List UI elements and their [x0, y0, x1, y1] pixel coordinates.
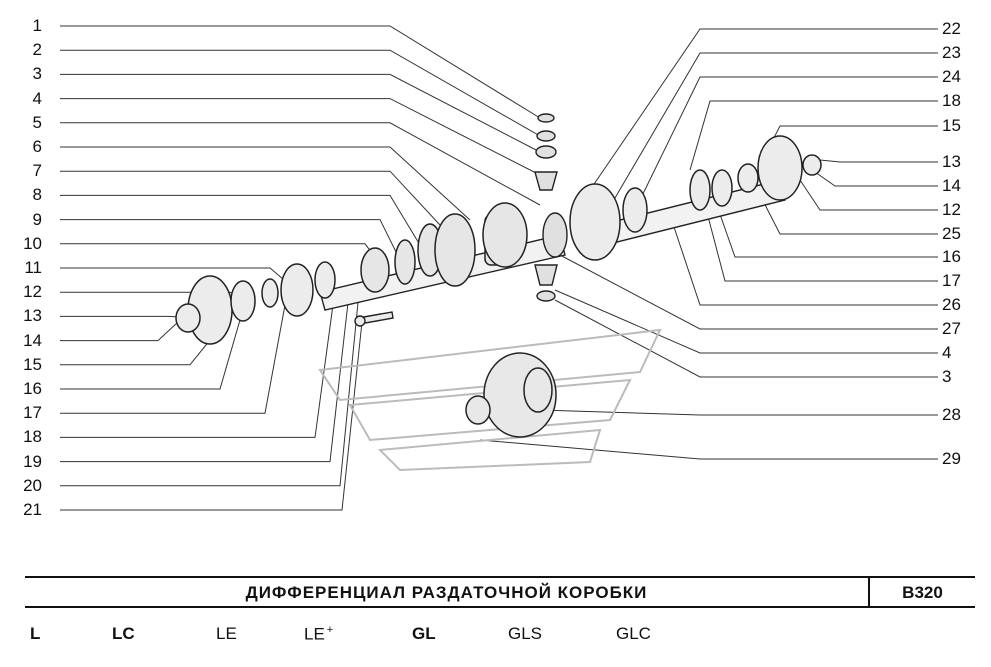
- leader-right-14: [554, 289, 938, 354]
- title-divider: [868, 578, 870, 606]
- callout-left-11: 11: [24, 258, 42, 277]
- callout-left-6: 6: [32, 137, 42, 156]
- variant-5: GLS: [508, 624, 543, 643]
- variant-3: LE+: [304, 624, 334, 644]
- leader-left-18: [60, 289, 336, 438]
- leader-right-15: [554, 299, 938, 378]
- leader-lines: [60, 25, 938, 511]
- callout-right-7: 14: [942, 176, 961, 195]
- callout-left-18: 18: [23, 427, 42, 447]
- callout-right-10: 16: [942, 247, 961, 266]
- leader-right-2: [604, 52, 938, 216]
- callout-right-1: 22: [942, 19, 961, 38]
- callout-right-14: 4: [942, 343, 952, 362]
- leader-left-1: [60, 25, 541, 119]
- leader-right-13: [559, 254, 938, 330]
- callout-left-4: 4: [32, 88, 42, 108]
- leader-right-11: [704, 204, 938, 282]
- callout-left-9: 9: [32, 209, 42, 229]
- leader-left-17: [60, 304, 286, 414]
- leader-right-6: [819, 159, 938, 163]
- callout-left-5: 5: [32, 112, 42, 132]
- leader-left-10: [60, 243, 386, 271]
- leader-left-5: [60, 122, 541, 206]
- callout-left-15: 15: [23, 354, 42, 374]
- leader-left-9: [60, 219, 401, 261]
- leader-left-7: [60, 170, 441, 226]
- leader-left-14: [60, 321, 179, 342]
- leader-left-19: [60, 284, 351, 463]
- leader-left-13: [60, 315, 191, 319]
- leader-left-6: [60, 146, 471, 221]
- leader-right-8: [799, 179, 938, 211]
- callout-left-21: 21: [23, 500, 42, 519]
- callout-left-7: 7: [32, 161, 42, 181]
- callout-left-8: 8: [32, 185, 42, 205]
- callout-right-15: 3: [942, 367, 952, 386]
- satellite-gears: [534, 113, 568, 302]
- leader-right-3: [639, 76, 938, 201]
- page-title: ДИФФЕРЕНЦИАЛ РАЗДАТОЧНОЙ КОРОБКИ: [245, 583, 648, 602]
- leader-left-8: [60, 194, 421, 246]
- exploded-diagram: [60, 25, 938, 511]
- spur-gear: [360, 202, 528, 293]
- section-code: B320: [902, 583, 943, 602]
- left-flange: [175, 261, 336, 345]
- variant-suffix: +: [326, 624, 334, 636]
- callout-right-4: 18: [942, 91, 961, 110]
- callout-right-16: 28: [942, 405, 961, 424]
- leader-right-17: [479, 439, 938, 460]
- callout-left-14: 14: [23, 330, 42, 350]
- leader-left-20: [60, 281, 361, 487]
- callout-left-16: 16: [23, 379, 42, 398]
- leader-left-3: [60, 73, 541, 153]
- leader-right-9: [759, 194, 938, 235]
- variant-4: GL: [412, 624, 436, 643]
- leader-right-1: [589, 28, 938, 191]
- callout-right-6: 13: [942, 152, 961, 171]
- right-housing: [569, 135, 822, 261]
- callout-right-13: 27: [942, 319, 961, 338]
- callout-right-12: 26: [942, 295, 961, 314]
- callout-right-5: 15: [942, 116, 961, 135]
- variant-1: LC: [112, 624, 135, 643]
- leader-left-15: [60, 339, 211, 366]
- callout-left-19: 19: [23, 451, 42, 471]
- leader-right-7: [814, 171, 938, 187]
- leader-left-4: [60, 98, 541, 176]
- callout-right-9: 25: [942, 224, 961, 243]
- callout-left-13: 13: [23, 306, 42, 326]
- callout-left-20: 20: [23, 475, 42, 495]
- callout-right-2: 23: [942, 43, 961, 62]
- differential-assembly: [465, 352, 557, 438]
- variant-2: LE: [216, 624, 237, 643]
- callout-left-10: 10: [23, 233, 42, 253]
- callout-left-3: 3: [32, 64, 42, 84]
- callout-left-1: 1: [32, 16, 42, 35]
- leader-left-11: [60, 267, 291, 286]
- leader-left-21: [60, 321, 363, 511]
- variant-6: GLC: [616, 624, 651, 643]
- callout-right-11: 17: [942, 271, 961, 290]
- leader-left-2: [60, 49, 541, 137]
- bolt: [354, 311, 394, 327]
- callout-left-2: 2: [32, 40, 42, 60]
- variant-0: L: [30, 624, 41, 643]
- leader-right-16: [539, 409, 938, 416]
- leader-left-16: [60, 319, 241, 390]
- leader-right-4: [689, 100, 938, 171]
- callout-right-8: 12: [942, 200, 961, 219]
- title-bar: ДИФФЕРЕНЦИАЛ РАЗДАТОЧНОЙ КОРОБКИ B320: [25, 576, 975, 608]
- callout-left-17: 17: [23, 403, 42, 423]
- leader-right-10: [714, 199, 938, 258]
- callout-left-12: 12: [23, 282, 42, 302]
- variant-list: L LC LE LE+ GL GLS GLC: [0, 620, 991, 650]
- leader-right-12: [669, 214, 938, 306]
- callout-right-17: 29: [942, 449, 961, 468]
- callout-right-3: 24: [942, 67, 961, 86]
